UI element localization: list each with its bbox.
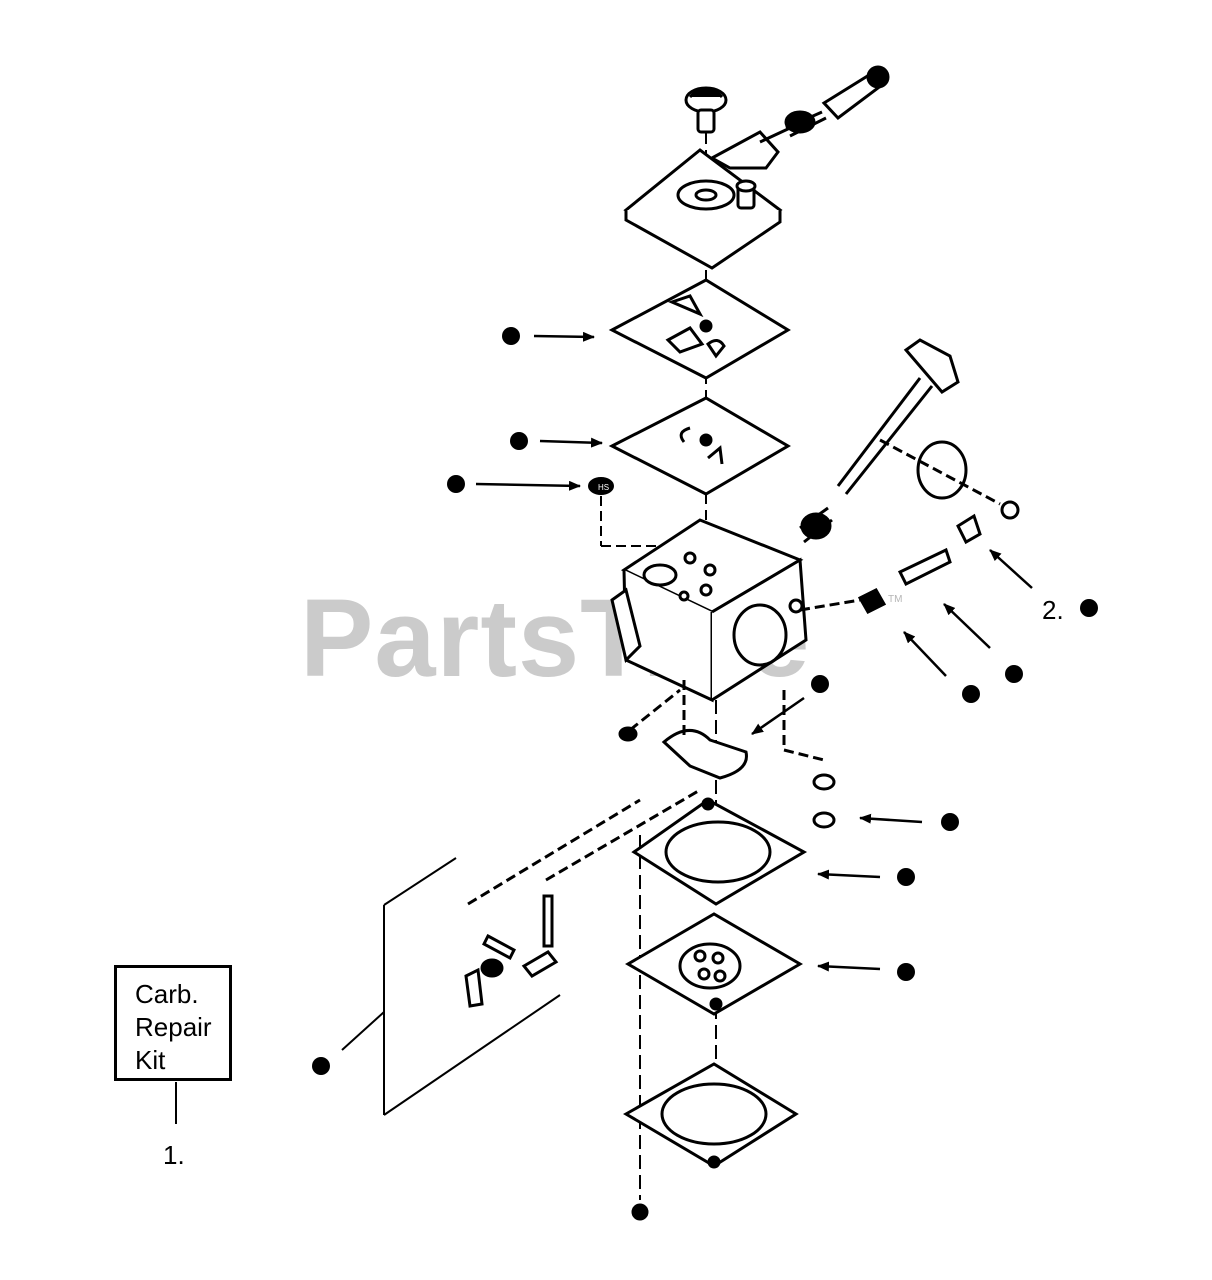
kit-line-2: Repair: [135, 1012, 212, 1042]
idle-screw-parts: [799, 513, 982, 614]
o-ring-parts: [782, 690, 836, 829]
metering-cover: [623, 1062, 799, 1221]
kit-line-3: Kit: [135, 1045, 166, 1075]
inlet-needle-parts: [464, 788, 701, 1008]
callout-item-2: 2.: [1042, 595, 1064, 625]
callout-markers: [312, 327, 1098, 1075]
kit-line-1: Carb.: [135, 979, 199, 1009]
watermark-trademark: TM: [888, 594, 903, 605]
top-adjuster-screws: [684, 65, 890, 170]
callout-item-1: 1.: [163, 1140, 185, 1170]
callout-arrows: [475, 331, 1033, 972]
carburetor-body: [610, 518, 808, 703]
metering-gasket: [631, 797, 808, 906]
pump-cover: [623, 148, 783, 270]
kit-bracket: [175, 857, 561, 1124]
pump-diaphragm: [608, 396, 791, 496]
throttle-shaft: [799, 338, 1020, 544]
part-stamp: HS: [598, 483, 609, 492]
metering-lever: [618, 680, 748, 780]
carb-repair-kit-box: Carb. Repair Kit: [114, 965, 232, 1081]
pump-gasket: [608, 278, 791, 380]
metering-diaphragm: [625, 912, 803, 1016]
